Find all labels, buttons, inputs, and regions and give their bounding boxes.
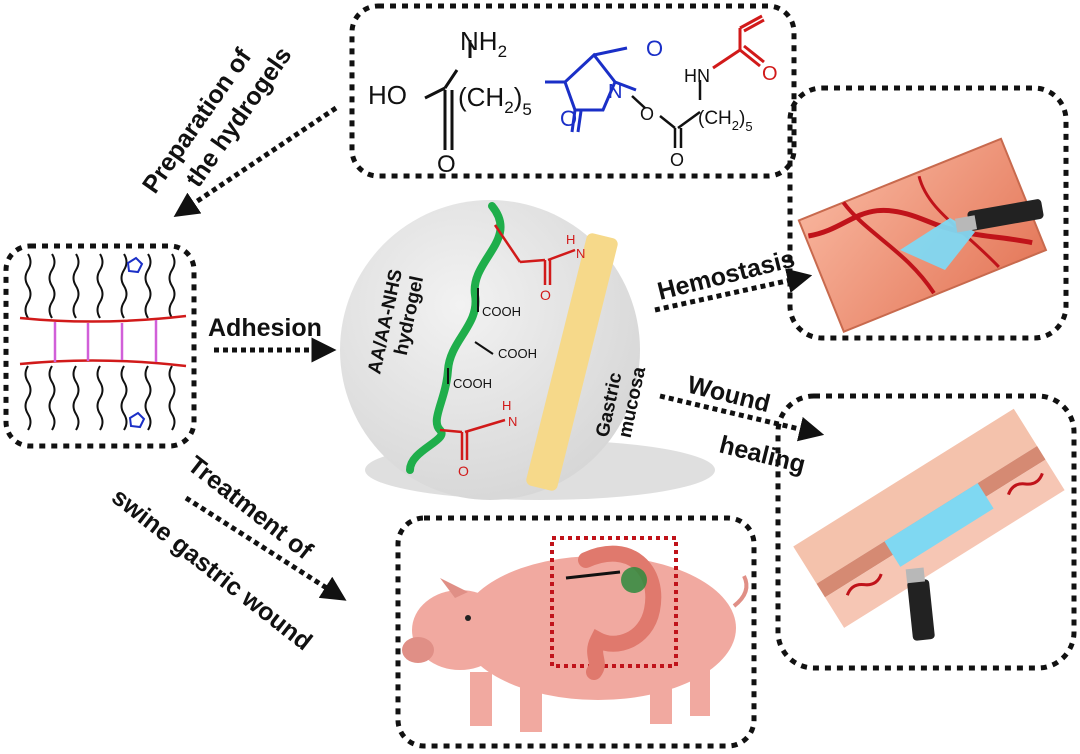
amide-n-top: N	[576, 246, 585, 261]
cooh-2: COOH	[498, 346, 537, 361]
hemostasis-applicator	[967, 199, 1044, 231]
amide-o-bottom: O	[458, 463, 469, 479]
nhs-o-top: O	[646, 36, 663, 61]
carbonyl-o-right: O	[670, 150, 684, 170]
crosslinks	[53, 320, 158, 362]
side-chain-bottom	[72, 365, 80, 431]
hemostasis-gel-drop	[900, 218, 975, 270]
side-chain-bottom	[120, 365, 128, 431]
hydrogel-network-panel	[3, 243, 197, 449]
hn-label: HN	[684, 66, 710, 86]
side-chain-bottom	[144, 365, 152, 431]
side-chain-top	[168, 253, 176, 319]
ch2-left-label: (CH2)5	[458, 82, 532, 119]
side-chain-bottom	[96, 365, 104, 431]
treatment-arrow	[184, 495, 347, 601]
ho-label: HO	[368, 80, 407, 110]
preparation-arrow	[173, 105, 338, 217]
adhesion-label: Adhesion	[208, 314, 322, 342]
aminocaproic-acid-structure	[424, 40, 472, 150]
side-chain-top	[144, 253, 152, 319]
side-chain-top	[24, 253, 32, 319]
stomach-focus-box	[550, 536, 678, 668]
adhesion-mechanism-panel: COOH COOH COOH H N O H N O AA/AA-NHS hyd…	[340, 200, 715, 500]
nhs-o-bottom: O	[560, 106, 577, 131]
arrows	[173, 105, 825, 601]
acryl-o-label: O	[762, 63, 778, 85]
amide-n-bottom: N	[508, 414, 517, 429]
wound-healing-arrow	[659, 393, 825, 442]
stomach-illustration	[578, 545, 662, 680]
svg-text:swine gastric wound: swine gastric wound	[106, 483, 317, 656]
swine-label: swine gastric wound	[106, 483, 317, 656]
hydrogel-backbone	[406, 202, 505, 474]
side-chain-top	[120, 253, 128, 319]
amide-h-bottom: H	[502, 398, 511, 413]
acryloyl-structure	[712, 14, 765, 70]
pig-illustration	[402, 556, 749, 732]
cooh-1: COOH	[482, 304, 521, 319]
wound-label: Wound	[685, 371, 774, 419]
amide-h-top: H	[566, 232, 575, 247]
side-chain-top	[96, 253, 104, 319]
ch2-right-label: (CH2)5	[698, 108, 753, 134]
amide-o-top: O	[540, 287, 551, 303]
ester-linker-structure	[631, 80, 702, 148]
carbonyl-o-left: O	[437, 151, 456, 178]
nhs-n-label: N	[608, 81, 622, 103]
carboxyl-bonds	[447, 288, 494, 384]
wound-gel-layer	[884, 483, 994, 567]
nhs-pendant-groups	[126, 256, 146, 429]
monomer-structures-panel: NH2 HO (CH2)5 O O O N O O (CH2)5 HN	[349, 3, 797, 179]
cooh-3: COOH	[453, 376, 492, 391]
side-chain-top	[48, 253, 56, 319]
side-chain-bottom	[48, 365, 56, 431]
side-chain-bottom	[168, 365, 176, 431]
ester-o-label: O	[640, 104, 654, 124]
gastric-mucosa-strip	[526, 233, 618, 491]
polymer-side-chains	[24, 253, 176, 431]
side-chain-bottom	[24, 365, 32, 431]
preparation-label: Preparation of the hydrogels	[137, 42, 297, 199]
wound-applicator	[907, 579, 935, 641]
wound-healing-panel	[775, 393, 1077, 671]
hemostasis-panel	[787, 85, 1069, 341]
healing-label: healing	[717, 431, 809, 479]
nhs-ring-structure	[545, 46, 637, 133]
hemostasis-arrow	[654, 268, 813, 313]
polymer-backbones	[19, 314, 187, 368]
side-chain-top	[72, 253, 80, 319]
amide-bonds	[439, 224, 576, 460]
swine-panel	[395, 515, 757, 749]
nh2-label: NH2	[460, 26, 507, 61]
